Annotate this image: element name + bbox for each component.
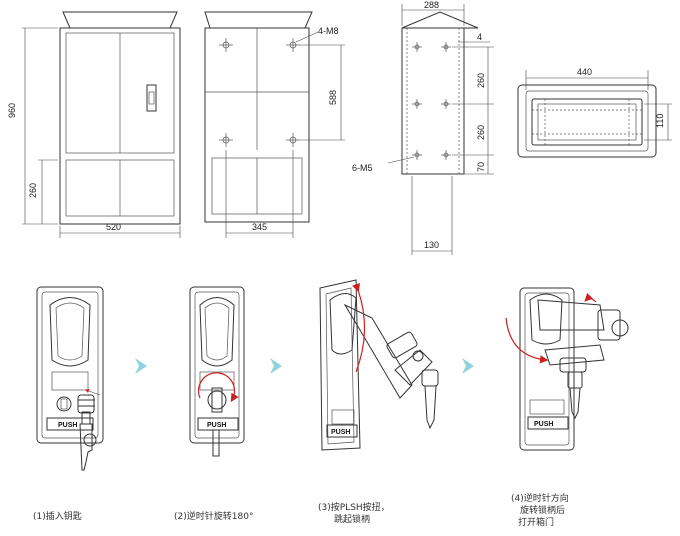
dim-top-width: 440 xyxy=(577,67,592,77)
door-lock-handle xyxy=(146,84,157,112)
step-4-caption-line1: (4)逆时针方向 xyxy=(511,492,569,504)
side-holes xyxy=(412,42,451,160)
push-button xyxy=(46,417,94,431)
key-icon xyxy=(567,371,583,389)
dim-side-seg3: 70 xyxy=(476,162,486,172)
dim-side-seg2: 260 xyxy=(476,125,486,140)
push-label: PUSH xyxy=(534,421,553,428)
dim-front-bottom: 260 xyxy=(28,183,38,198)
label-side-holes: 6-M5 xyxy=(352,163,373,173)
step-2-caption: (2)逆时针旋转180° xyxy=(174,510,253,522)
chevron-right-icon xyxy=(135,358,147,374)
step-3-caption-line1: (3)按PLSH按扭， xyxy=(318,501,390,513)
step-2-illustration: PUSH xyxy=(189,286,245,457)
mount-holes xyxy=(219,38,300,147)
push-label: PUSH xyxy=(207,422,226,429)
step-1-illustration: PUSH xyxy=(36,286,104,471)
dim-side-seg1: 260 xyxy=(476,73,486,88)
dim-mount-vertical: 588 xyxy=(328,90,338,105)
dim-side-offset: 4 xyxy=(477,32,482,42)
label-mount-holes: 4-M8 xyxy=(318,26,339,36)
step-4-caption-line2: 旋转锁柄后 xyxy=(520,504,565,516)
top-view: 440 110 xyxy=(517,67,672,158)
step-4-caption-line3: 打开箱门 xyxy=(518,516,554,528)
push-label: PUSH xyxy=(58,422,77,429)
chevron-right-icon xyxy=(270,358,282,374)
step-3-illustration: PUSH xyxy=(319,279,439,451)
dim-top-depth: 110 xyxy=(655,114,665,128)
key-icon xyxy=(421,369,439,387)
back-view: 4-M8 588 345 xyxy=(204,11,345,238)
push-label: PUSH xyxy=(331,429,350,436)
dim-side-bottom: 130 xyxy=(424,240,439,250)
front-view: 960 260 520 xyxy=(7,11,181,238)
dim-mount-horizontal: 345 xyxy=(252,222,267,232)
step-1-caption: (1)插入钥匙 xyxy=(33,510,82,522)
dim-front-width: 520 xyxy=(106,222,121,232)
dim-side-width: 288 xyxy=(424,0,439,10)
dim-front-height: 960 xyxy=(7,103,17,118)
step-3-caption-line2: 跳起锁柄 xyxy=(334,513,370,525)
side-view: 288 4 260 260 70 6-M5 130 xyxy=(352,0,494,255)
key-icon xyxy=(77,394,95,414)
step-4-illustration: PUSH xyxy=(505,287,629,451)
chevron-right-icon xyxy=(462,358,474,374)
